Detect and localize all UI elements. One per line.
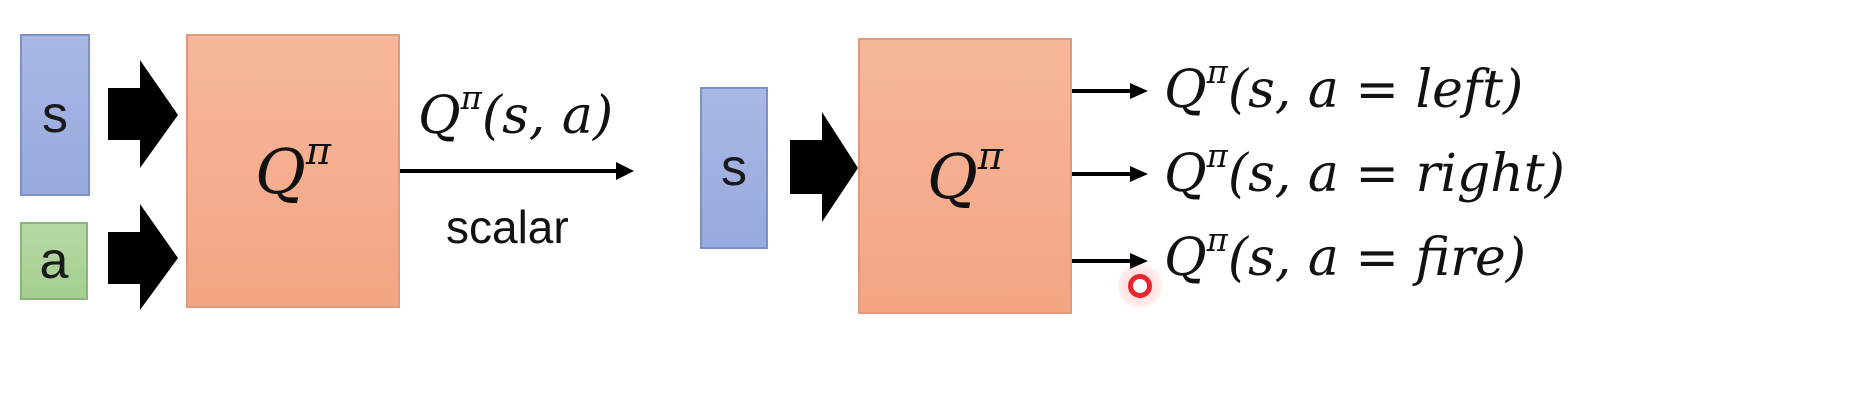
left-q-network-label: Qπ [254,128,332,208]
left-state-input-box: s [20,34,90,196]
output-arrow-left-head [1130,83,1148,99]
action-block-arrow [108,204,178,310]
right-state-label: s [721,139,747,197]
pointer-cursor-icon [1128,274,1152,298]
output-label-right: Qπ(s, a = right) [1164,136,1565,204]
scalar-caption: scalar [446,201,569,253]
output-arrow-right-head [1130,166,1148,182]
scalar-output-arrow-head [616,162,634,180]
right-q-network-label: Qπ [926,133,1004,213]
right-state-input-box: s [700,87,768,249]
right-q-network-box: Qπ [858,38,1072,314]
right-state-block-arrow [790,112,858,222]
left-action-input-box: a [20,222,88,300]
left-state-label: s [42,86,68,144]
left-action-label: a [39,232,69,290]
scalar-output-label: Qπ(s, a) [418,78,614,146]
output-arrow-fire-head [1130,253,1148,269]
output-label-fire: Qπ(s, a = fire) [1164,220,1527,288]
state-block-arrow [108,60,178,168]
left-q-network-box: Qπ [186,34,400,308]
output-label-left: Qπ(s, a = left) [1164,52,1524,120]
